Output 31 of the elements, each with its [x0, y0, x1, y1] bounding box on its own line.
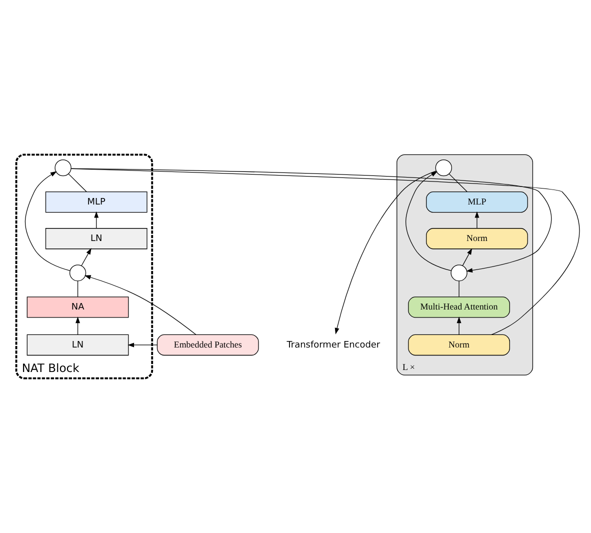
arrow [128, 342, 158, 348]
arrow [24, 171, 70, 271]
node-box: MLP [426, 192, 528, 213]
node-circle [54, 160, 72, 176]
connector [68, 174, 87, 192]
connector [77, 280, 78, 298]
arrow [462, 248, 472, 266]
node-box: LN [26, 334, 129, 356]
node-box: MLP [45, 192, 148, 213]
node-box: LN [45, 228, 148, 250]
arrow [334, 170, 436, 334]
arrow [474, 211, 480, 229]
node-box: NA [26, 296, 129, 318]
connector [70, 168, 580, 335]
arrow [70, 168, 552, 273]
node-box: Embedded Patches [156, 334, 259, 356]
node-text: Transformer Encoder [286, 340, 380, 350]
arrow [406, 171, 452, 272]
node-box: Multi-Head Attention [408, 296, 510, 318]
arrow [84, 275, 196, 335]
node-circle [435, 160, 452, 176]
node-box: Norm [408, 334, 510, 356]
arrow [94, 211, 99, 229]
arrow [456, 316, 462, 335]
node-box: Norm [426, 228, 528, 250]
node-circle [69, 264, 86, 282]
connector [458, 280, 460, 298]
arrow [76, 316, 80, 335]
arrow [81, 248, 92, 266]
connector [448, 174, 468, 192]
node-circle [450, 264, 468, 282]
